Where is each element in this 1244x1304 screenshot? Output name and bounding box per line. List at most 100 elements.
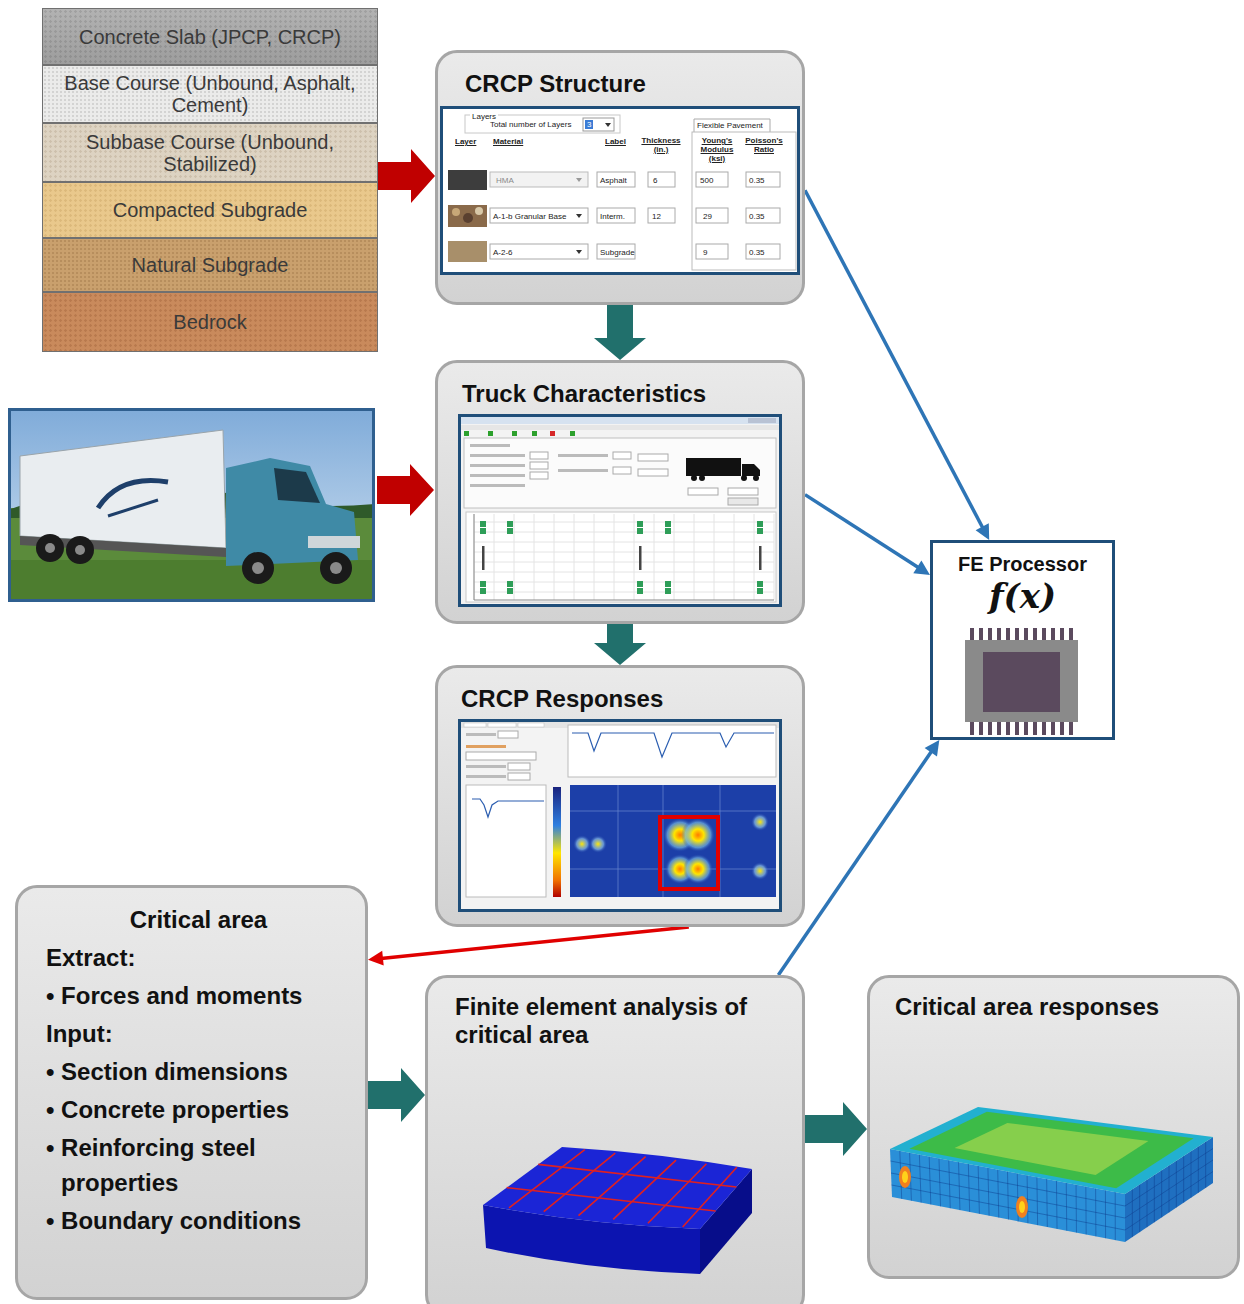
illustration-shape	[1024, 721, 1028, 735]
illustration-shape	[466, 785, 546, 897]
illustration-shape	[1033, 721, 1037, 735]
table-label: 0.35	[749, 176, 765, 185]
illustration-shape	[532, 431, 537, 436]
illustration-shape	[890, 1107, 1213, 1194]
illustration-shape	[681, 818, 715, 852]
illustration-shape	[909, 1112, 1193, 1189]
illustration-shape	[448, 170, 487, 190]
illustration-shape	[378, 149, 435, 203]
illustration-shape	[474, 532, 774, 533]
illustration-shape	[508, 763, 530, 770]
illustration-shape	[472, 799, 544, 817]
illustration-shape	[805, 190, 983, 528]
illustration-shape	[589, 835, 607, 853]
illustration-shape	[674, 514, 675, 600]
illustration-shape	[518, 723, 544, 727]
processor-box: FE Processorf(x)	[930, 540, 1115, 740]
layer-band: Natural Subgrade	[42, 238, 378, 292]
illustration-shape	[66, 536, 94, 564]
flow-arrow	[594, 624, 646, 665]
illustration-shape	[98, 480, 168, 508]
table-label: Young's Modulus (ksi)	[696, 136, 738, 163]
illustration-shape	[594, 305, 646, 360]
illustration-shape	[665, 581, 671, 587]
illustration-shape	[514, 514, 515, 600]
illustration-shape	[618, 785, 619, 897]
illustration-shape	[694, 514, 695, 600]
illustration-shape	[558, 454, 608, 457]
illustration-shape	[507, 521, 513, 527]
slab-model	[428, 1055, 802, 1304]
box-title: Truck Characteristics	[462, 380, 802, 408]
box-title: Critical area responses	[895, 993, 1225, 1021]
layer-band: Subbase Course (Unbound, Stabilized)	[42, 123, 378, 182]
illustration-shape	[751, 813, 769, 831]
illustration-shape	[509, 1150, 585, 1208]
illustration-shape	[965, 640, 1078, 722]
illustration-shape	[530, 472, 548, 479]
table-label: Material	[493, 137, 523, 146]
illustration-shape	[320, 552, 352, 584]
illustration-shape	[648, 208, 675, 223]
table-label: 12	[652, 212, 661, 221]
illustration-shape	[1051, 628, 1055, 641]
illustration-shape	[665, 588, 671, 594]
illustration-shape	[638, 469, 668, 476]
illustration-shape	[8, 408, 375, 602]
table-label: 9	[703, 248, 707, 257]
illustration-shape	[970, 628, 974, 641]
illustration-shape	[572, 733, 774, 757]
process-box: CRCP Responses	[435, 665, 805, 927]
illustration-shape	[988, 721, 992, 735]
illustration-shape	[902, 1171, 908, 1183]
illustration-shape	[694, 119, 770, 132]
illustration-shape	[970, 721, 974, 735]
illustration-shape	[1060, 721, 1064, 735]
illustration-shape	[474, 514, 475, 600]
illustration-shape	[1006, 628, 1010, 641]
illustration-shape	[330, 562, 342, 574]
illustration-shape	[494, 514, 495, 600]
illustration-shape	[461, 425, 779, 430]
illustration-shape	[979, 628, 983, 641]
illustration-shape	[634, 514, 635, 600]
illustration-shape	[507, 528, 513, 534]
illustration-shape	[638, 454, 668, 461]
illustration-shape	[474, 514, 475, 600]
illustration-shape	[466, 765, 506, 768]
illustration-shape	[979, 721, 983, 735]
table-label: 500	[700, 176, 713, 185]
illustration-shape	[274, 468, 320, 503]
illustration-shape	[573, 835, 591, 853]
illustration-shape	[483, 1147, 752, 1229]
illustration-shape	[480, 521, 486, 527]
illustration-shape	[909, 1112, 1193, 1189]
illustration-shape	[892, 1185, 1126, 1230]
illustration-shape	[512, 431, 517, 436]
truck-photo	[8, 408, 375, 602]
illustration-shape	[470, 484, 525, 487]
bullet-item: • Boundary conditions	[46, 1203, 351, 1238]
illustration-shape	[637, 528, 643, 534]
illustration-shape	[1019, 1201, 1025, 1213]
illustration-shape	[746, 208, 780, 223]
illustration-shape	[474, 582, 774, 583]
illustration-shape	[614, 514, 615, 600]
illustration-shape	[757, 521, 763, 527]
illustration-shape	[683, 854, 713, 884]
bullet-item: • Reinforcing steel properties	[46, 1130, 351, 1200]
illustration-shape	[470, 464, 525, 467]
illustration-shape	[507, 588, 513, 594]
table-label: 29	[703, 212, 712, 221]
illustration-shape	[637, 581, 643, 587]
layer-band: Compacted Subgrade	[42, 182, 378, 238]
table-label: Layers	[470, 112, 498, 121]
layer-name: Base Course (Unbound, Asphalt, Cement)	[51, 72, 369, 116]
flow-arrow	[805, 1102, 867, 1156]
illustration-shape	[613, 452, 631, 459]
illustration-shape	[252, 562, 264, 574]
illustration-shape	[474, 600, 774, 601]
illustration-shape	[997, 628, 1001, 641]
illustration-shape	[576, 214, 582, 218]
illustration-shape	[696, 244, 728, 259]
